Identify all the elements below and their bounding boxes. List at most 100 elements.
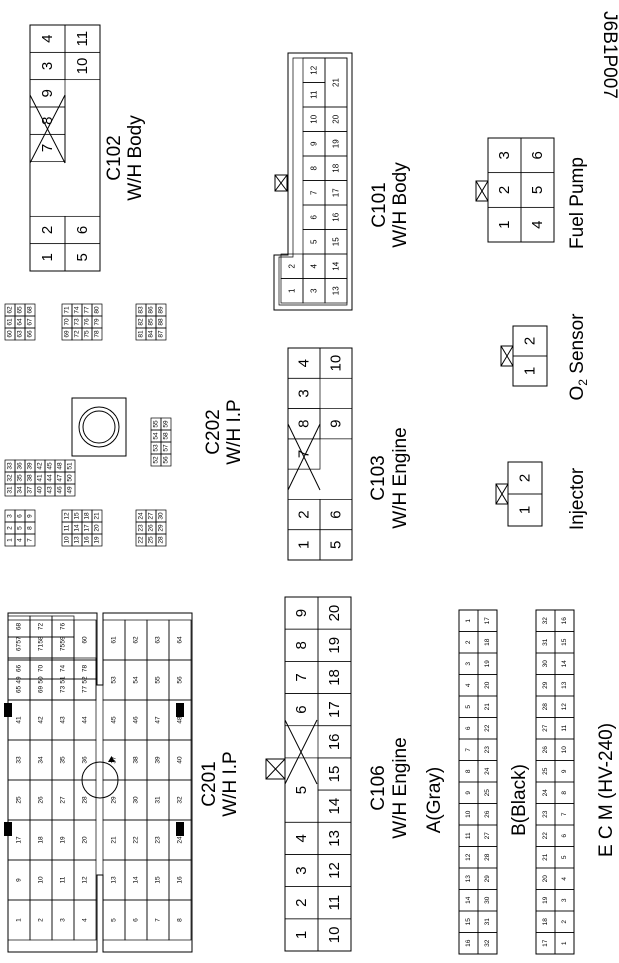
pin-number: 7 bbox=[155, 918, 162, 922]
connector-injector: 12 Injector bbox=[495, 461, 588, 530]
pin-number: 46 bbox=[57, 486, 64, 494]
pin-number: 6 bbox=[17, 514, 24, 518]
pin-number: 9 bbox=[561, 769, 568, 773]
pin-number: 14 bbox=[561, 660, 568, 668]
c102-blank-cross bbox=[29, 94, 66, 164]
pin-number: 8 bbox=[293, 641, 310, 649]
pin-number: 22 bbox=[484, 724, 491, 732]
pin-number: 85 bbox=[148, 318, 155, 326]
pin-number: 9 bbox=[328, 420, 345, 428]
pin-number: 82 bbox=[138, 318, 145, 326]
pin-number: 4 bbox=[310, 263, 319, 268]
pin-cell bbox=[512, 325, 548, 357]
pin-number: 11 bbox=[310, 90, 319, 99]
pin-number: 74 bbox=[60, 665, 67, 673]
pin-number: 65 bbox=[16, 686, 23, 694]
pin-number: 41 bbox=[37, 474, 44, 482]
pin-number: 46 bbox=[133, 716, 140, 724]
pin-number: 10 bbox=[465, 810, 472, 818]
c101-desc: W/H Body bbox=[390, 162, 411, 248]
pin-number: 28 bbox=[82, 796, 89, 804]
pin-number: 59 bbox=[60, 636, 67, 644]
pin-number: 5 bbox=[465, 705, 472, 709]
pin-number: 18 bbox=[332, 163, 341, 172]
pin-cell bbox=[73, 657, 97, 680]
o2-sensor-name: O2 Sensor bbox=[567, 313, 590, 401]
pin-cell bbox=[168, 619, 192, 661]
pin-number: 27 bbox=[484, 832, 491, 840]
pin-cell bbox=[507, 461, 543, 495]
c202-center-hole bbox=[78, 406, 120, 448]
pin-number: 2 bbox=[496, 186, 513, 194]
pin-number: 3 bbox=[465, 662, 472, 666]
pin-number: 33 bbox=[16, 756, 23, 764]
pin-cell bbox=[64, 24, 101, 53]
pin-number: 70 bbox=[64, 318, 71, 326]
pin-number: 72 bbox=[74, 330, 81, 338]
injector-lock-latch bbox=[495, 483, 509, 505]
pin-number: 13 bbox=[74, 536, 81, 544]
pin-number: 25 bbox=[148, 536, 155, 544]
pin-number: 78 bbox=[94, 330, 101, 338]
pin-number: 71 bbox=[38, 644, 45, 652]
ecm-b-label: B(Black) bbox=[509, 764, 530, 836]
pin-number: 38 bbox=[133, 756, 140, 764]
pin-number: 39 bbox=[27, 462, 34, 470]
pin-number: 5 bbox=[17, 526, 24, 530]
pin-number: 1 bbox=[39, 253, 56, 261]
pin-number: 45 bbox=[47, 462, 54, 470]
pin-number: 8 bbox=[296, 420, 313, 428]
pin-number: 2 bbox=[39, 226, 56, 234]
pin-number: 70 bbox=[38, 665, 45, 673]
pin-number: 35 bbox=[17, 474, 24, 482]
pin-cell bbox=[477, 932, 498, 955]
pin-number: 19 bbox=[542, 896, 549, 904]
pin-number: 73 bbox=[74, 318, 81, 326]
pin-number: 69 bbox=[64, 330, 71, 338]
pin-number: 51 bbox=[67, 462, 74, 470]
pin-number: 77 bbox=[84, 306, 91, 314]
pin-number: 52 bbox=[153, 456, 160, 464]
pin-number: 77 bbox=[82, 686, 89, 694]
pin-number: 71 bbox=[64, 306, 71, 314]
pin-number: 9 bbox=[310, 141, 319, 146]
pin-number: 1 bbox=[288, 288, 297, 293]
pin-cell bbox=[324, 57, 348, 108]
pin-number: 24 bbox=[542, 789, 549, 797]
pin-number: 19 bbox=[60, 836, 67, 844]
pin-number: 20 bbox=[484, 681, 491, 689]
pin-number: 19 bbox=[332, 139, 341, 148]
pin-number: 5 bbox=[561, 855, 568, 859]
pin-number: 10 bbox=[64, 536, 71, 544]
pin-number: 26 bbox=[148, 524, 155, 532]
pin-number: 10 bbox=[326, 927, 343, 944]
pin-number: 22 bbox=[138, 536, 145, 544]
pin-number: 7 bbox=[293, 673, 310, 681]
pin-number: 61 bbox=[7, 318, 14, 326]
pin-number: 17 bbox=[84, 524, 91, 532]
pin-number: 56 bbox=[177, 676, 184, 684]
fuel-pump-lock-latch bbox=[475, 180, 489, 202]
pin-number: 45 bbox=[111, 716, 118, 724]
pin-number: 1 bbox=[296, 541, 313, 549]
pin-cell bbox=[317, 596, 352, 630]
pin-number: 58 bbox=[163, 432, 170, 440]
pin-number: 30 bbox=[158, 512, 165, 520]
ecm-a-label: A(Gray) bbox=[424, 767, 445, 834]
pin-number: 10 bbox=[38, 876, 45, 884]
pin-number: 83 bbox=[138, 306, 145, 314]
pin-number: 60 bbox=[82, 636, 89, 644]
pin-number: 1 bbox=[7, 538, 14, 542]
pin-number: 52 bbox=[82, 676, 89, 684]
pin-number: 9 bbox=[39, 89, 56, 97]
pin-number: 54 bbox=[133, 676, 140, 684]
pin-number: 29 bbox=[542, 681, 549, 689]
pin-number: 4 bbox=[82, 918, 89, 922]
pin-number: 76 bbox=[60, 623, 67, 631]
pin-number: 48 bbox=[57, 462, 64, 470]
o2-sensor-lock-latch bbox=[500, 345, 514, 367]
